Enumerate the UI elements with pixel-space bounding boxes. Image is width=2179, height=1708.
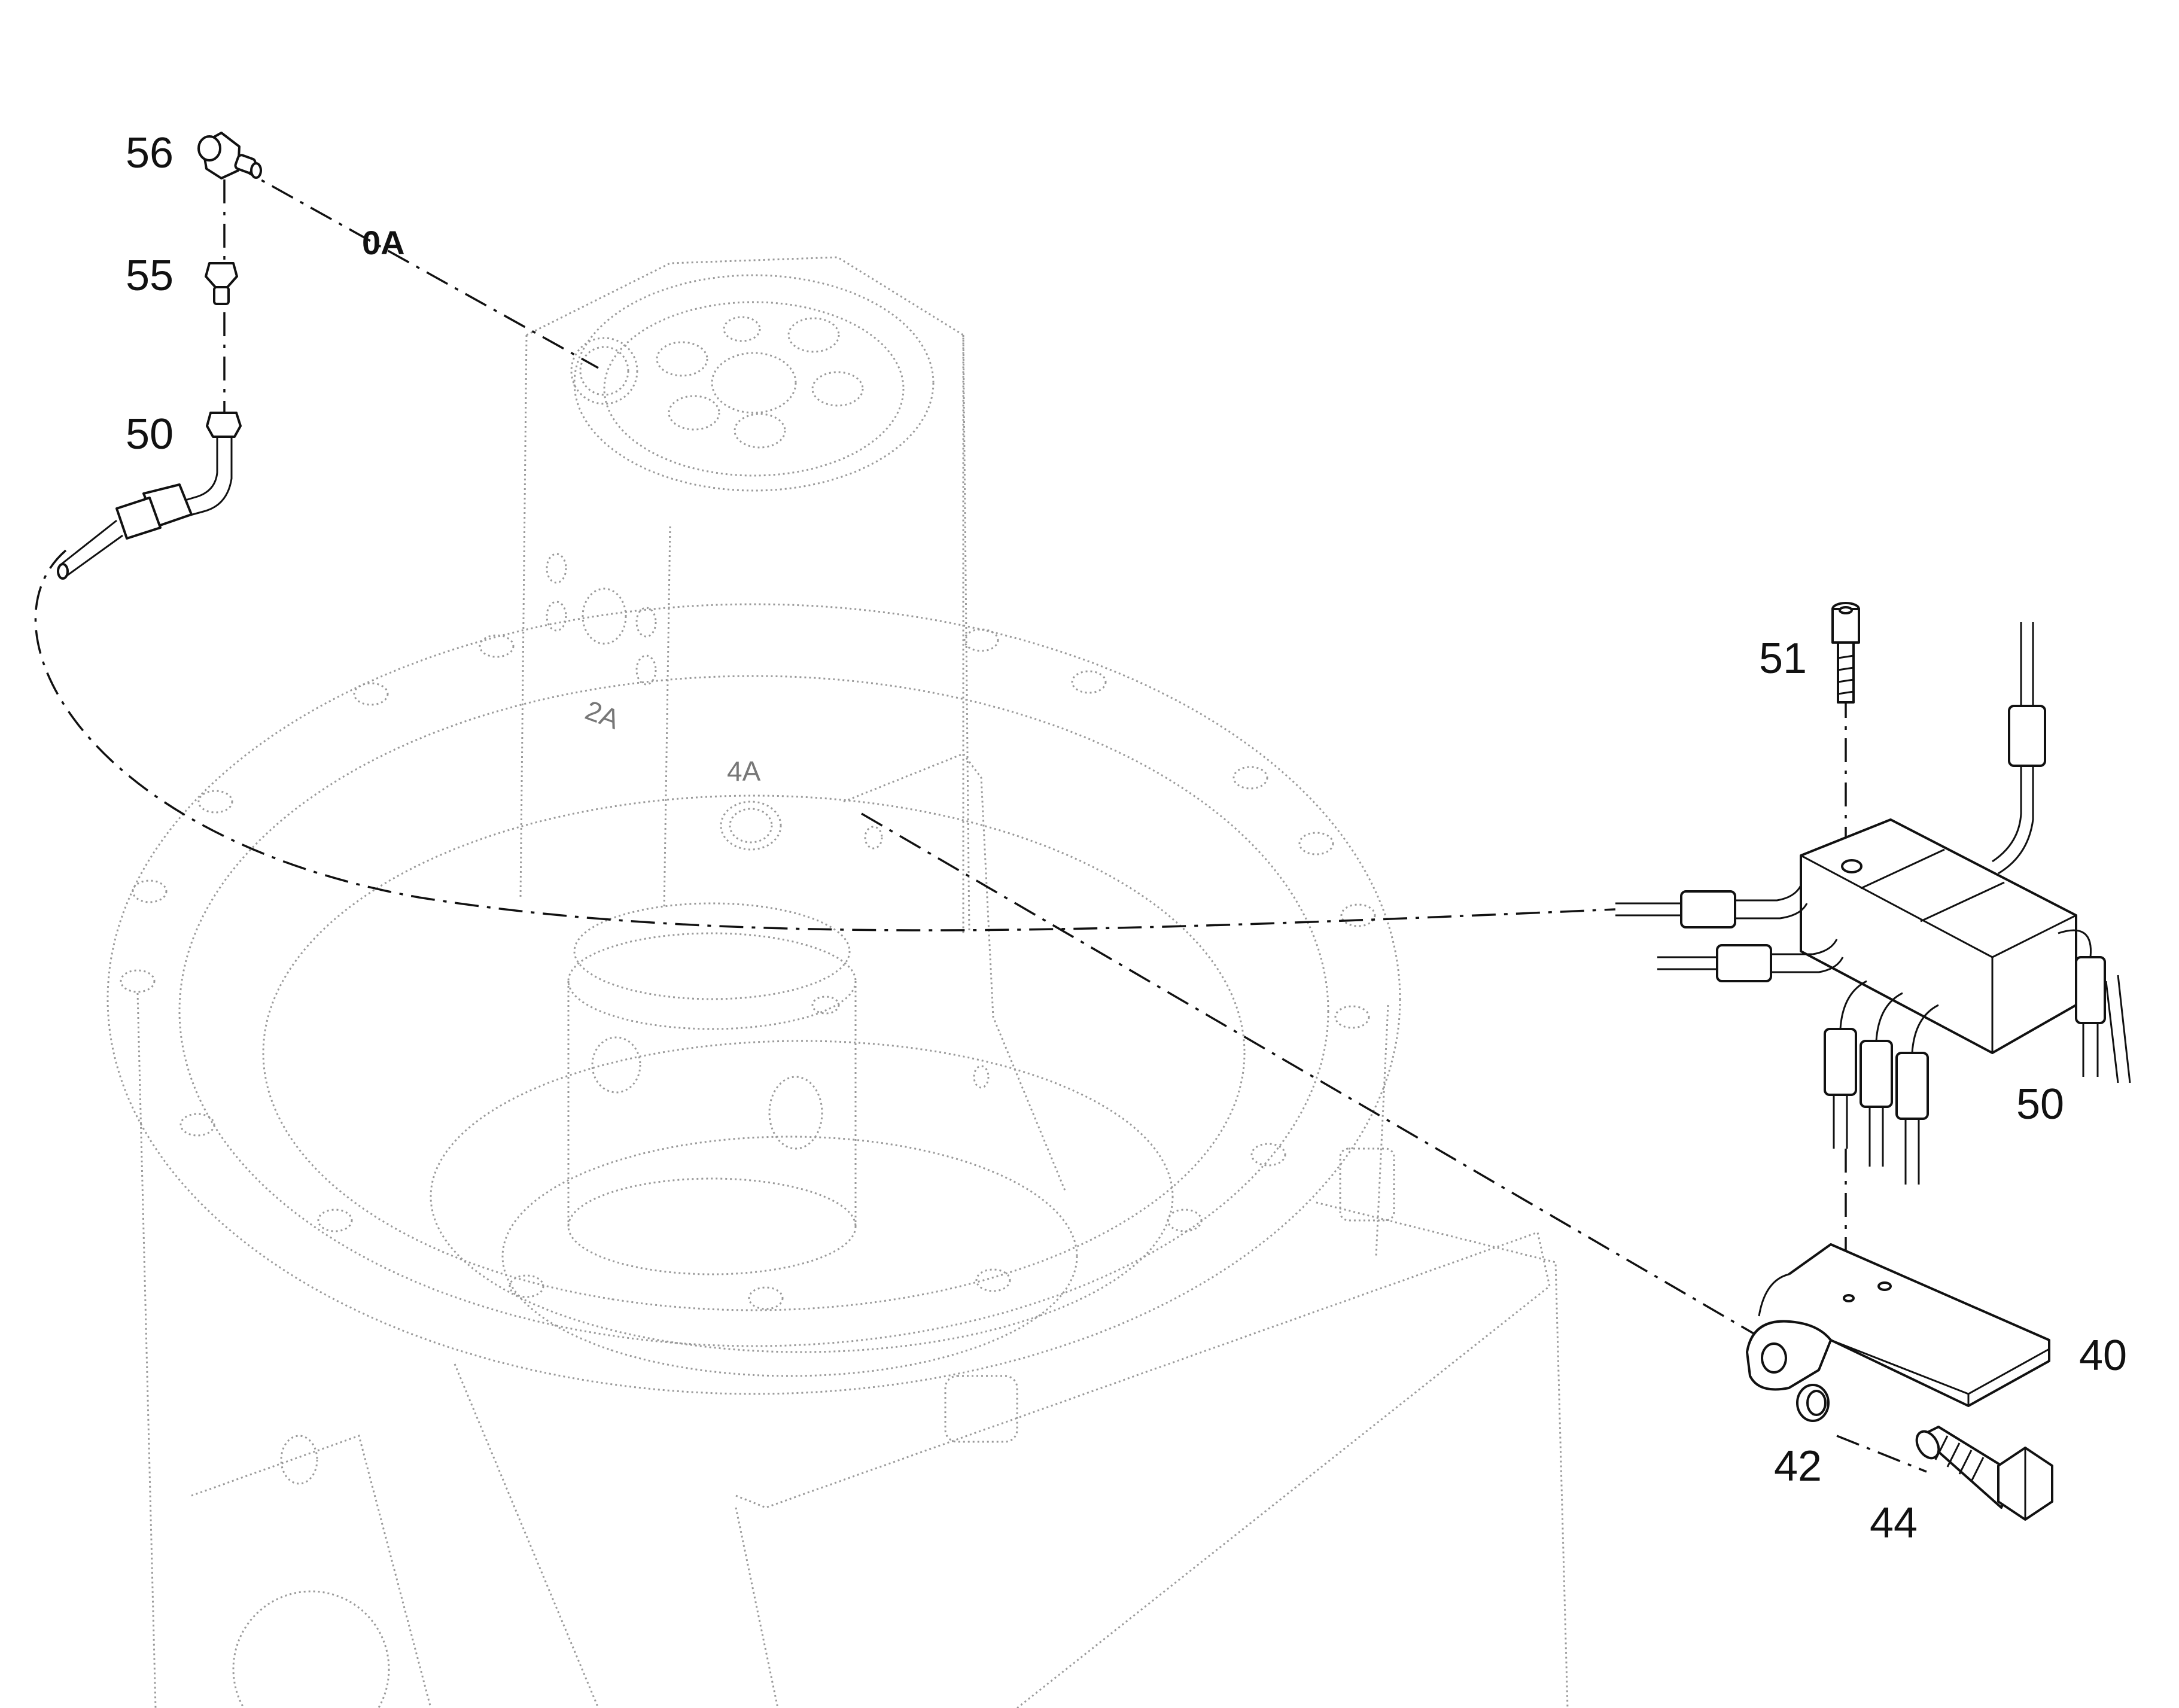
callout-56: 56 (126, 129, 174, 177)
part-56-elbow-fitting (197, 132, 262, 179)
ghost-label-2A: 2A (582, 695, 624, 735)
part-44-hex-bolt (1915, 1426, 2053, 1521)
callout-0A: 0A (362, 224, 405, 261)
ghosted-housing-assembly: 2A 4A (106, 256, 1569, 1708)
callout-labels: 56 55 50 0A 51 50 40 42 44 (126, 129, 2127, 1547)
callout-42: 42 (1774, 1442, 1822, 1490)
part-40-bracket (1746, 1243, 2050, 1407)
part-55-adapter (205, 262, 238, 305)
part-50-tube-assembly-left (57, 412, 242, 580)
flange-bolt-holes (120, 628, 1376, 1310)
assembly-center-lines (34, 163, 1927, 1473)
part-42-lock-washer (1796, 1384, 1830, 1422)
ghost-label-4A: 4A (727, 756, 761, 787)
callout-50-right: 50 (2016, 1080, 2064, 1128)
callout-50-left: 50 (126, 410, 174, 458)
callout-55: 55 (126, 252, 174, 300)
callout-51: 51 (1759, 635, 1807, 683)
callout-40: 40 (2079, 1332, 2127, 1380)
callout-44: 44 (1870, 1499, 1918, 1547)
part-50-distributor-block (1615, 622, 2131, 1185)
part-51-cap-screw (1831, 602, 1860, 704)
